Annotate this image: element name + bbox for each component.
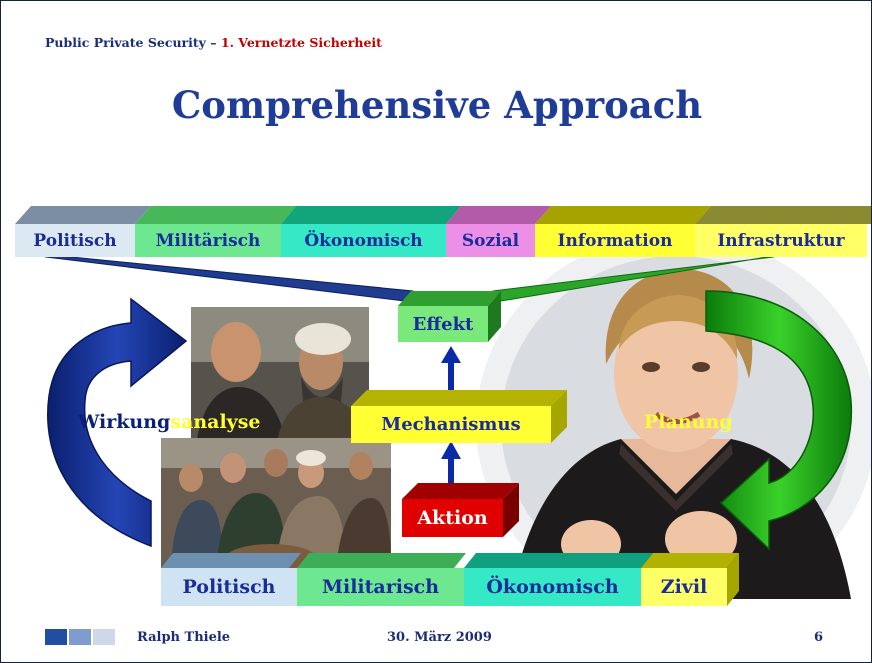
top-domain-sozial: Sozial [446, 224, 535, 257]
bottom-bar-3d [161, 553, 739, 606]
footer-date: 30. März 2009 [387, 630, 492, 645]
top-domain-infrastruktur: Infrastruktur [695, 224, 867, 257]
effekt-label: Effekt [412, 313, 474, 335]
top-domain-militaerisch: Militärisch [135, 224, 281, 257]
top-bar-faces [15, 206, 871, 224]
top-domain-politisch: Politisch [15, 224, 135, 257]
header-section: 1. Vernetzte Sicherheit [220, 35, 382, 50]
bottom-domain-zivil: Zivil [641, 568, 727, 606]
effekt-box-3d [398, 291, 501, 342]
bottom-domain-politisch: Politisch [161, 568, 297, 606]
footer-author: Ralph Thiele [137, 630, 231, 645]
planung-label: Planung [644, 411, 733, 433]
header: Public Private Security – 1. Vernetzte S… [45, 35, 382, 50]
cycle-arrow-left [47, 297, 188, 548]
footer-squares [45, 629, 115, 645]
mechanismus-label: Mechanismus [381, 414, 521, 435]
bottom-domain-militarisch: Militarisch [297, 568, 464, 606]
photo-crowd [161, 438, 391, 568]
aktion-box-3d [402, 483, 519, 537]
header-prefix: Public Private Security – [45, 35, 221, 50]
page-title: Comprehensive Approach [171, 83, 703, 127]
beam-green [492, 252, 792, 302]
mechanismus-box-3d [351, 390, 567, 443]
wirkungsanalyse-part-b: sanalyse [170, 411, 261, 433]
top-domain-information: Information [535, 224, 695, 257]
top-domain-oekonomisch: Ökonomisch [281, 224, 446, 257]
wirkungsanalyse-label: Wirkungsanalyse [78, 411, 261, 433]
flow-arrows [441, 346, 461, 488]
footer-page-number: 6 [814, 630, 824, 645]
wirkungsanalyse-part-a: Wirkung [78, 411, 171, 433]
beam-blue [30, 252, 423, 304]
bottom-domain-oekonomisch: Ökonomisch [464, 568, 641, 606]
aktion-label: Aktion [417, 507, 488, 529]
cycle-arrow-right [705, 290, 853, 551]
photo-meeting [191, 307, 369, 447]
